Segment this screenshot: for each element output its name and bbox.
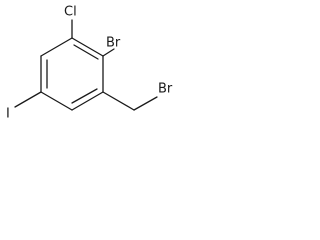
- ring-bond-lower-right: [71, 91, 104, 111]
- iodine-label: I: [6, 107, 10, 122]
- bond-to-iodine: [14, 91, 42, 108]
- chemical-structure-diagram: Cl Br Br I: [6, 5, 173, 122]
- ring-bromine-label: Br: [106, 36, 121, 51]
- chlorine-label: Cl: [64, 5, 77, 20]
- bond-to-ring-bromine: [102, 48, 115, 57]
- ring-bond-upper-left: [40, 37, 73, 57]
- methyl-bromine-label: Br: [158, 82, 173, 97]
- ring-bond-top: [71, 37, 104, 57]
- benzene-ring: [40, 37, 104, 111]
- double-bond-right-inner: [71, 88, 98, 104]
- bond-ring-to-methylene: [102, 91, 135, 111]
- bond-methylene-to-bromine: [133, 96, 158, 111]
- double-bond-top-inner: [73, 44, 99, 60]
- ring-bond-lower-left: [40, 91, 73, 111]
